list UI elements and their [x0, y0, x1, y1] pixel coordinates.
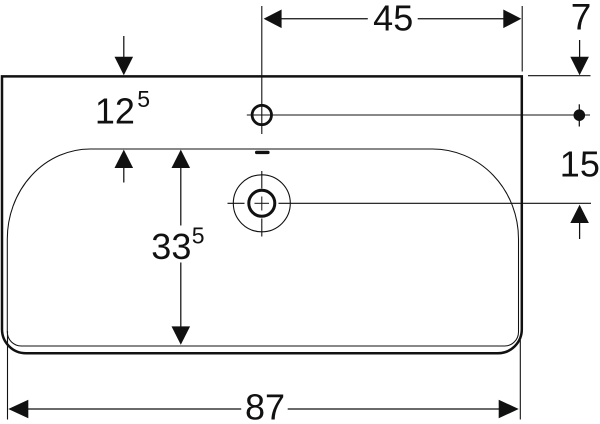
svg-text:7: 7: [571, 0, 592, 38]
svg-text:33: 33: [151, 226, 191, 267]
svg-text:45: 45: [373, 0, 413, 38]
svg-text:87: 87: [245, 386, 285, 424]
svg-text:5: 5: [192, 223, 205, 249]
svg-text:12: 12: [95, 91, 135, 132]
svg-text:15: 15: [560, 143, 600, 184]
svg-text:5: 5: [137, 86, 150, 112]
